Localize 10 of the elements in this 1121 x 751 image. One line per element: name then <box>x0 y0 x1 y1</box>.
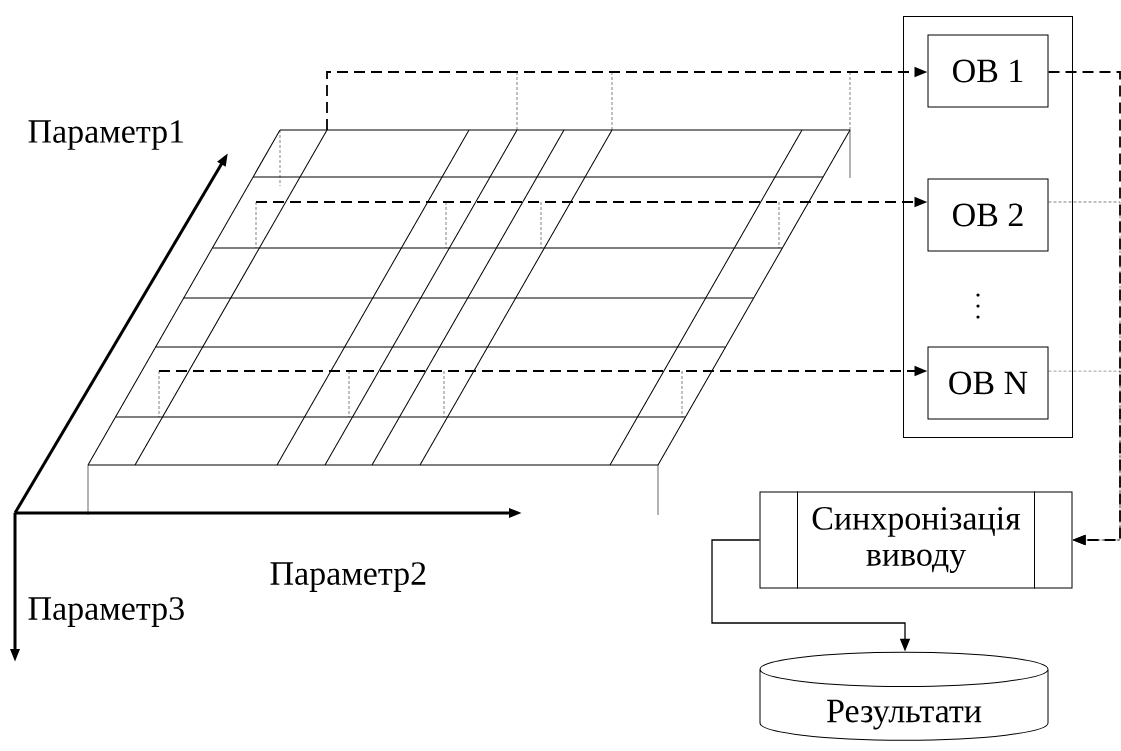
axis-label: Параметр2 <box>270 562 426 592</box>
axis-label: Параметр3 <box>28 597 184 627</box>
axis-label: Параметр1 <box>28 120 184 150</box>
process-box: OB 2 <box>927 178 1049 252</box>
process-box: OB N <box>927 346 1049 420</box>
storage-cylinder: Результати <box>759 651 1049 741</box>
process-box: OB 1 <box>927 34 1049 108</box>
container-box <box>903 16 1073 438</box>
arrow <box>1047 71 1121 546</box>
subroutine-box: Синхронізація виводу <box>759 491 1073 589</box>
